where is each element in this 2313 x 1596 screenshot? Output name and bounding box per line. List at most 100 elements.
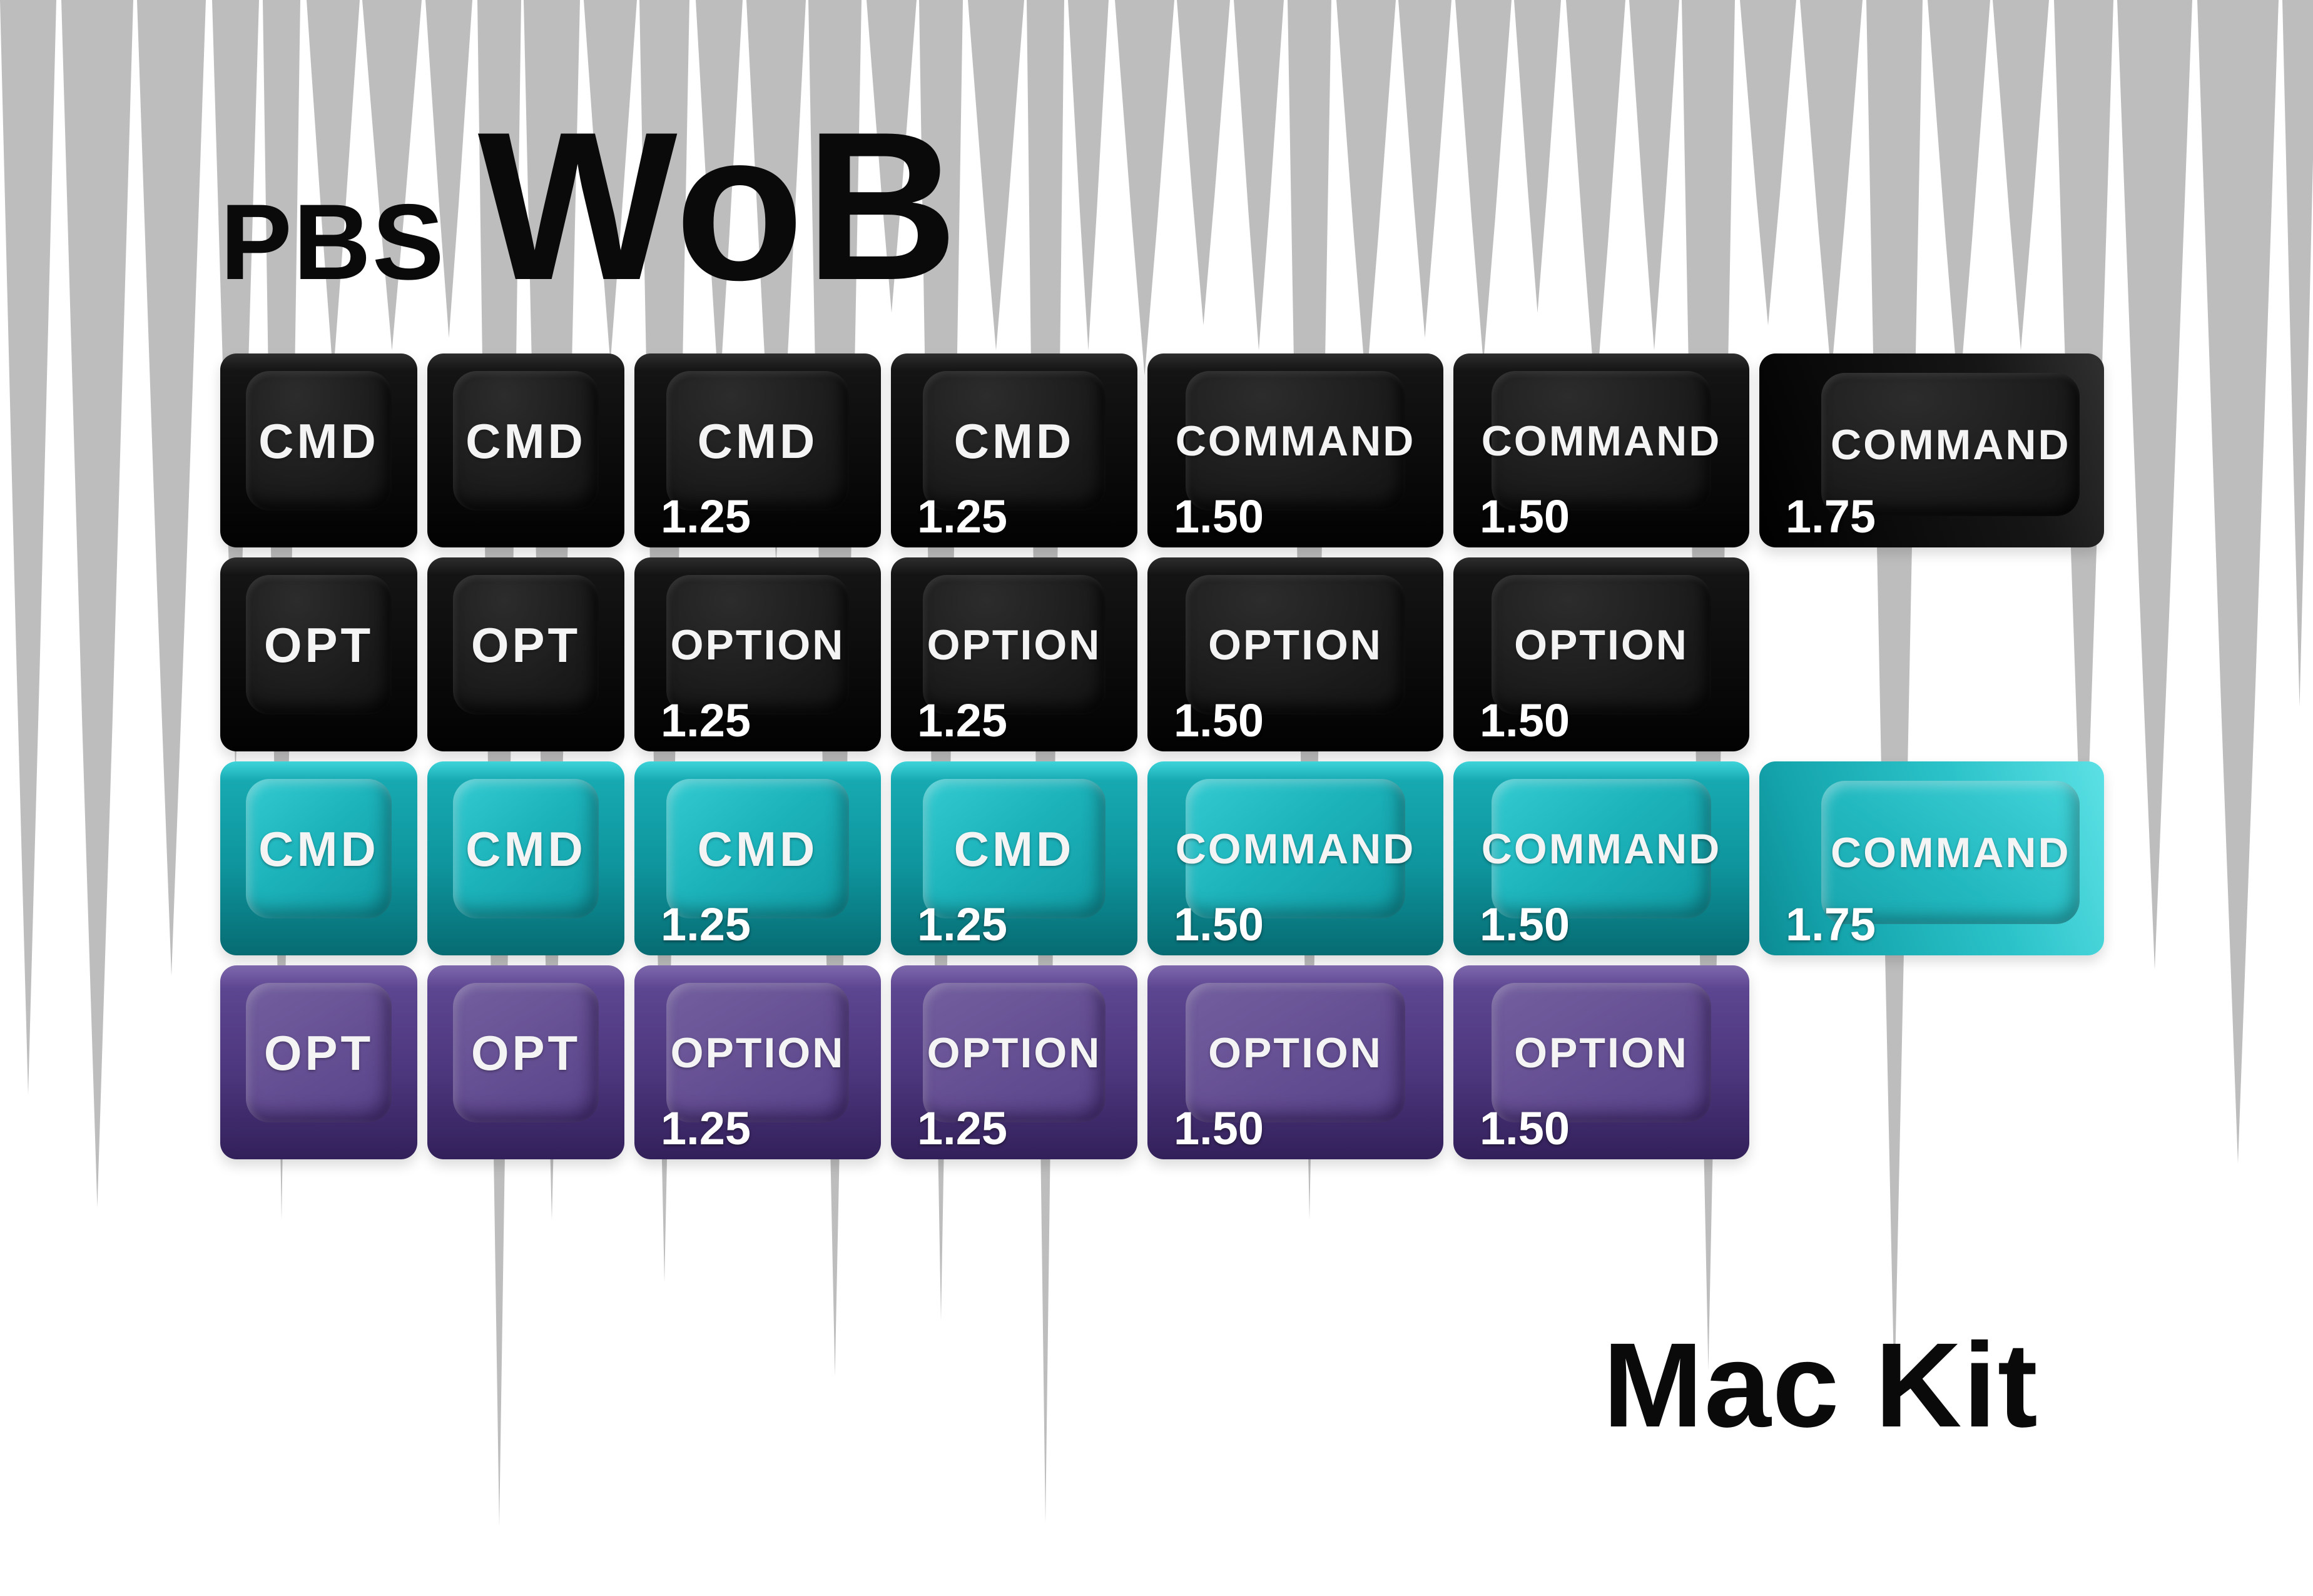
keycap-size-label: 1.25 [661, 490, 751, 542]
keycap-top: COMMAND [1821, 373, 2080, 517]
background-spike [2117, 0, 2192, 970]
keycap-legend: CMD [465, 413, 586, 469]
keycap: CMD [220, 353, 417, 547]
keycap-legend: CMD [258, 413, 379, 469]
keycap-top: OPT [452, 982, 599, 1123]
keycap: OPT [220, 965, 417, 1159]
keycap-size-label: 1.50 [1174, 898, 1264, 950]
keycap-legend: COMMAND [1830, 828, 2071, 877]
keycap-legend: CMD [953, 413, 1075, 469]
keycap-top: OPTION [666, 574, 849, 715]
background-spike [307, 0, 360, 375]
keycap-size-label: 1.50 [1174, 490, 1264, 542]
keycap-size-label: 1.50 [1174, 694, 1264, 746]
keycap-legend: OPTION [1208, 1029, 1383, 1077]
keycap-legend: OPTION [670, 621, 845, 669]
keycap-top: COMMAND [1176, 370, 1413, 511]
keycap-legend: CMD [258, 821, 379, 877]
keycap-legend: CMD [953, 821, 1075, 877]
keycap-top: OPTION [1492, 982, 1711, 1123]
keycap: OPTION 1.50 [1147, 965, 1443, 1159]
background-spike [1629, 0, 1679, 350]
keycap-legend: COMMAND [1830, 420, 2071, 469]
keycap: COMMAND 1.75 [1759, 353, 2104, 547]
background-spike [1234, 0, 1284, 350]
keycap-top: COMMAND [1482, 370, 1719, 511]
keycap-top: COMMAND [1176, 778, 1413, 919]
keycap: OPTION 1.50 [1147, 557, 1443, 751]
keycap-top: CMD [452, 370, 599, 511]
keycap-legend: OPTION [670, 1029, 845, 1077]
background-spike [61, 0, 133, 1207]
background-spike [968, 0, 1024, 350]
keycap: OPTION 1.50 [1453, 965, 1749, 1159]
background-spike [137, 0, 206, 976]
background-spike [1514, 0, 1561, 313]
keycap-size-label: 1.50 [1480, 1102, 1570, 1154]
keycap: COMMAND 1.50 [1147, 761, 1443, 955]
background-spike [362, 0, 422, 350]
background-spike [1740, 0, 1796, 325]
keycap-legend: OPTION [1514, 621, 1689, 669]
keycap: OPTION 1.25 [634, 557, 881, 751]
keycap-size-label: 1.25 [917, 1102, 1008, 1154]
background-spike [1068, 0, 1109, 350]
keycap-legend: OPTION [1208, 621, 1383, 669]
keycap-size-label: 1.50 [1174, 1102, 1264, 1154]
keycap-top: CMD [666, 778, 849, 919]
keycap-top: COMMAND [1821, 781, 2080, 925]
keycap-legend: COMMAND [1175, 825, 1416, 873]
background-spike [1993, 0, 2049, 350]
keycap-top: OPTION [1492, 574, 1711, 715]
background-spike [696, 0, 743, 400]
keycap-legend: OPTION [1514, 1029, 1689, 1077]
background-spike [1800, 0, 1863, 375]
background-spike [2282, 0, 2313, 707]
keycap: CMD 1.25 [634, 761, 881, 955]
set-logo: WoB [477, 88, 960, 324]
page-title: PBS WoB [220, 100, 959, 312]
keycap-top: OPTION [1186, 982, 1405, 1123]
keycap: CMD [427, 761, 624, 955]
keycap-top: OPT [245, 574, 392, 715]
keycap: CMD 1.25 [634, 353, 881, 547]
background-spike [0, 0, 56, 1095]
keycap-top: OPT [452, 574, 599, 715]
keycap-legend: COMMAND [1481, 417, 1722, 465]
keycap-size-label: 1.25 [917, 898, 1008, 950]
keycap-legend: CMD [697, 821, 818, 877]
keycap-legend: CMD [465, 821, 586, 877]
keycap-size-label: 1.75 [1786, 490, 1876, 542]
keycap-size-label: 1.25 [661, 694, 751, 746]
keycap-top: CMD [452, 778, 599, 919]
keycap-top: COMMAND [1482, 778, 1719, 919]
keycap-top: CMD [923, 370, 1106, 511]
kit-name: Mac Kit [1603, 1318, 2039, 1452]
background-spike [1336, 0, 1396, 388]
background-spike [2197, 0, 2279, 1164]
keycap-size-label: 1.50 [1480, 898, 1570, 950]
keycap-size-label: 1.25 [917, 694, 1008, 746]
keycap-top: OPTION [923, 574, 1106, 715]
keycap: CMD [220, 761, 417, 955]
background-spike [1866, 0, 1923, 1395]
keycap-legend: OPT [263, 1025, 374, 1080]
keycap-top: CMD [245, 778, 392, 919]
keycap: OPT [427, 965, 624, 1159]
keycap: OPT [220, 557, 417, 751]
keycap-legend: OPTION [927, 621, 1102, 669]
keycap-legend: CMD [697, 413, 818, 469]
keycap-top: CMD [666, 370, 849, 511]
background-spike [1928, 0, 1990, 400]
keycap-size-label: 1.25 [661, 898, 751, 950]
keycap-top: OPT [245, 982, 392, 1123]
keycap: OPTION 1.25 [891, 557, 1137, 751]
